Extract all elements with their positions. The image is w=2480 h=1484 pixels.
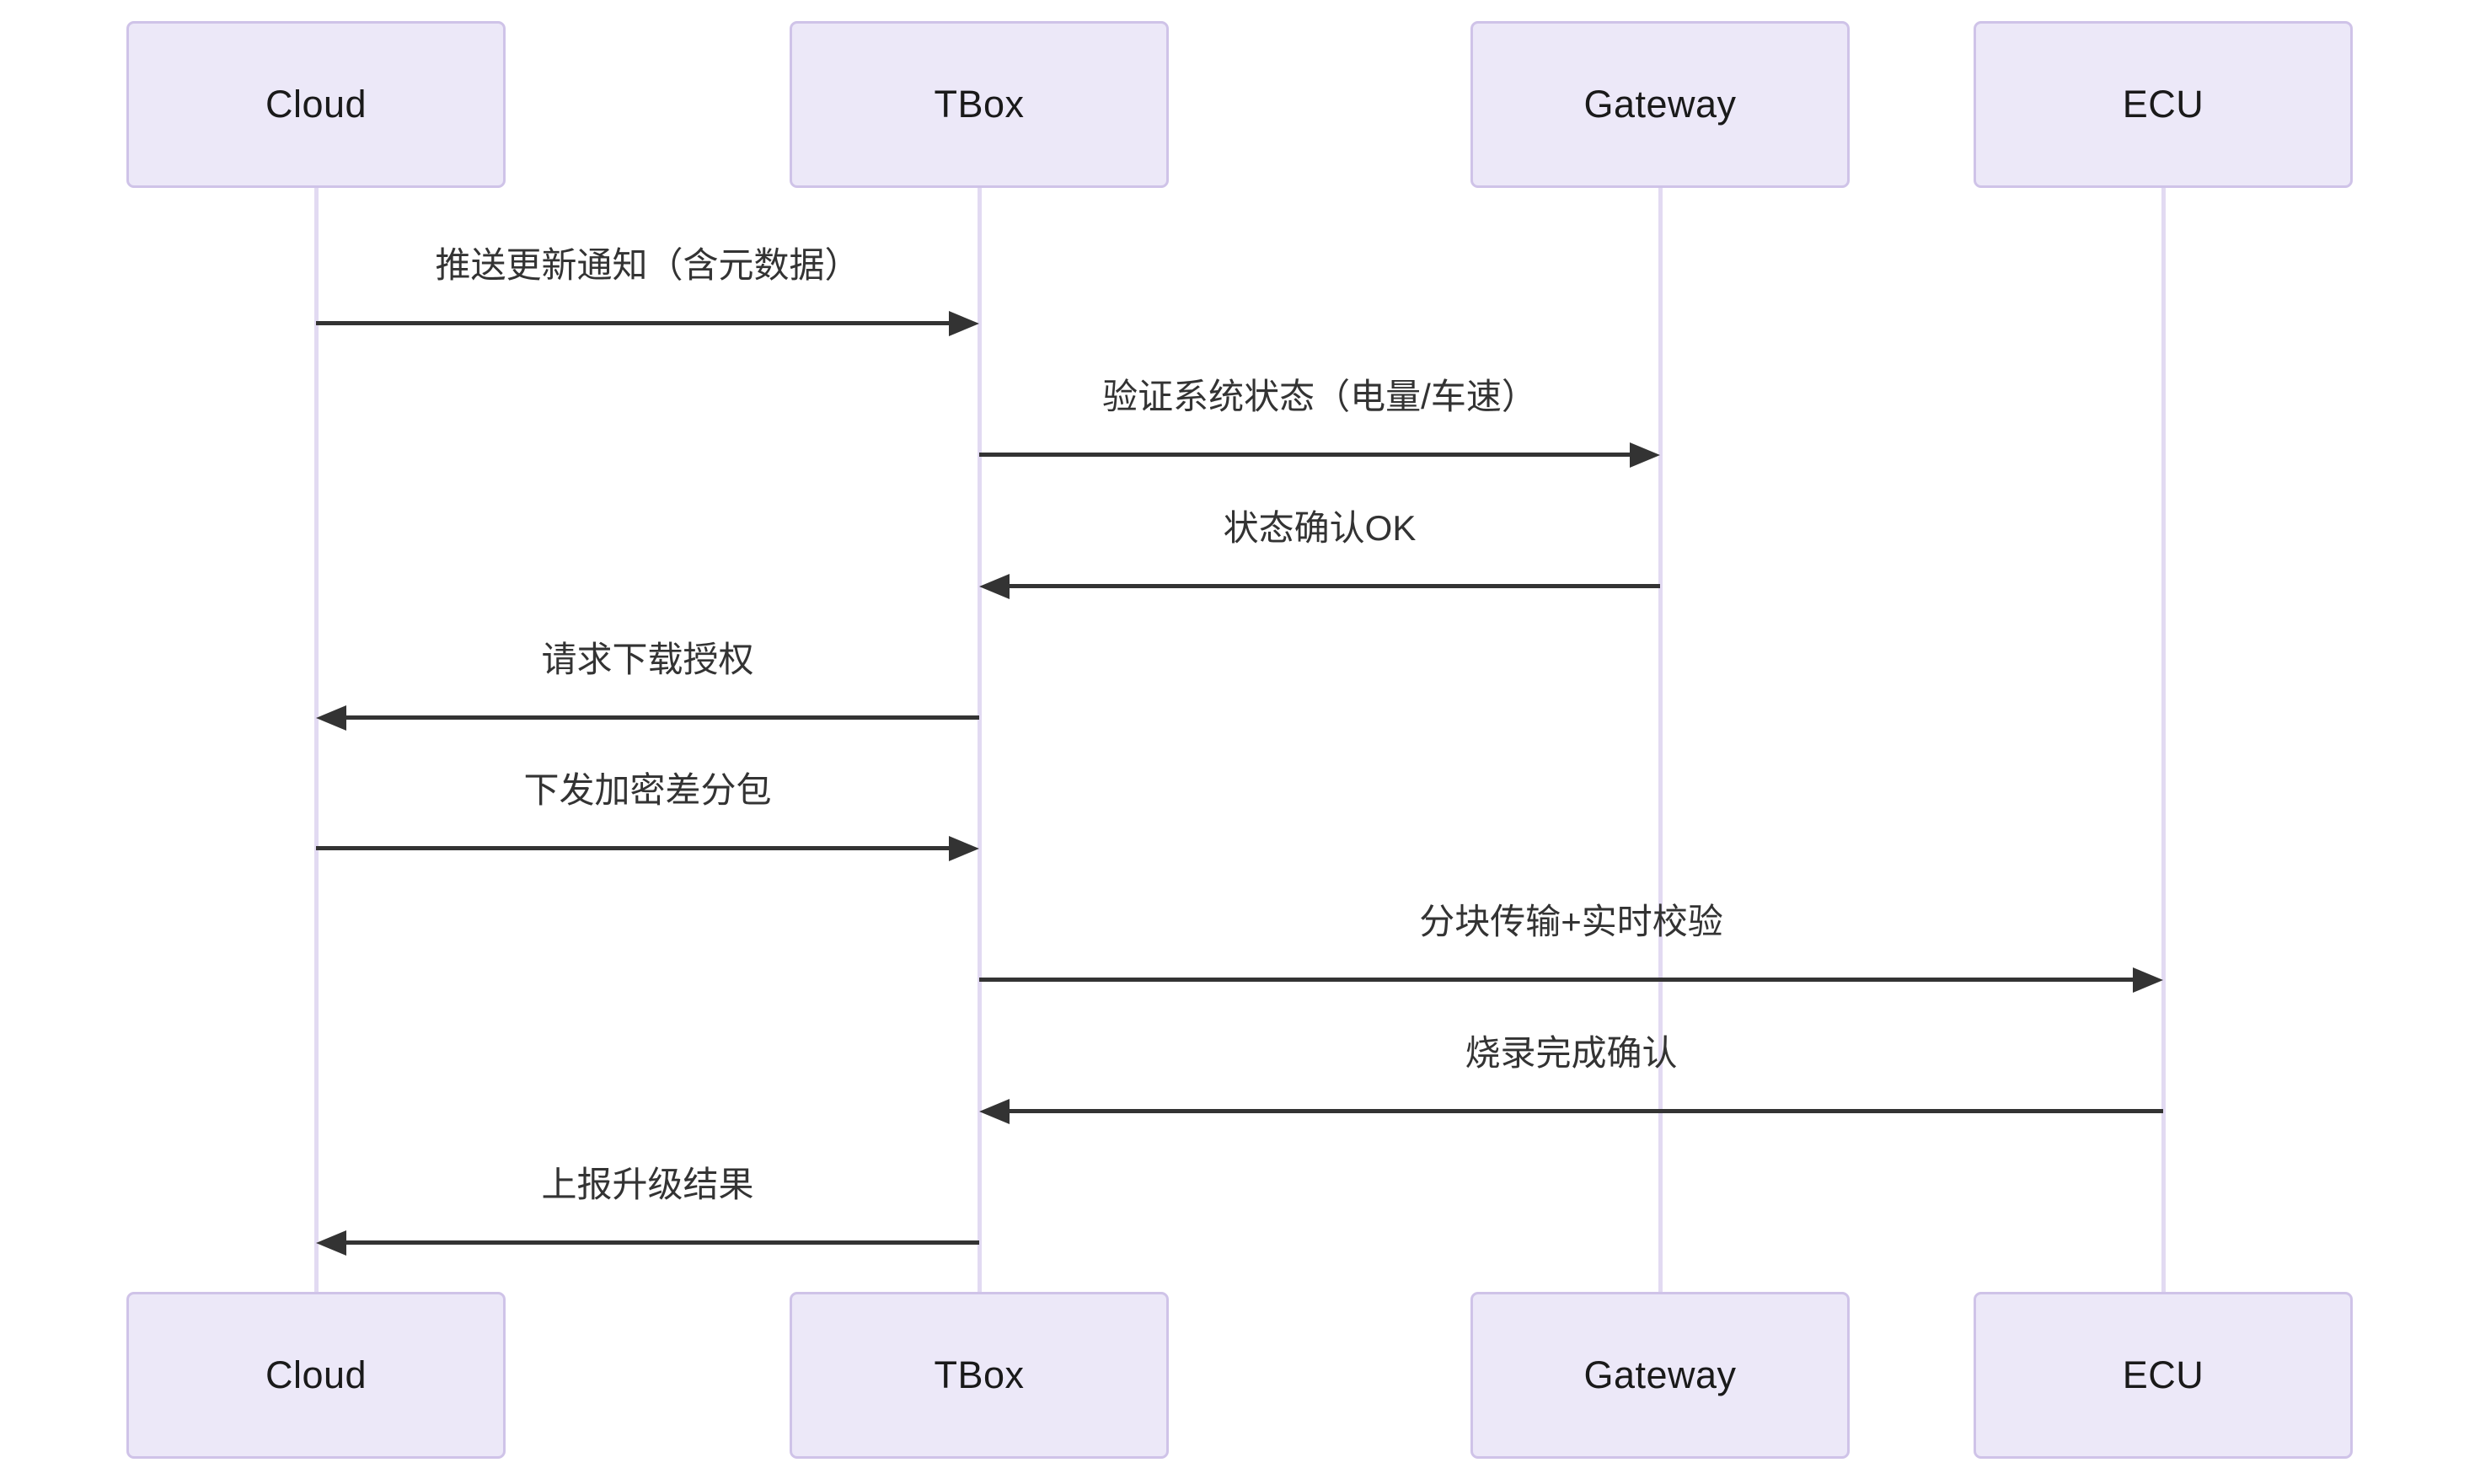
arrowhead-icon [949,836,979,861]
lifeline-gateway [1658,188,1663,1292]
actor-label-ecu: ECU [2122,83,2204,126]
message-label: 分块传输+实时校验 [1419,902,1723,941]
actor-box-top-gateway: Gateway [1470,21,1850,188]
message-label: 状态确认OK [1223,508,1417,548]
message-line [1003,584,1660,588]
actor-box-top-ecu: ECU [1974,21,2353,188]
arrowhead-icon [316,1230,346,1256]
actor-box-bottom-cloud: Cloud [126,1292,506,1459]
lifeline-ecu [2161,188,2166,1292]
message-label: 推送更新通知（含元数据） [435,245,860,285]
actor-label-tbox: TBox [934,83,1025,126]
message-line [316,846,956,850]
lifeline-cloud [314,188,319,1292]
arrowhead-icon [2133,967,2163,993]
actor-label-tbox: TBox [934,1353,1025,1396]
actor-label-cloud: Cloud [265,1353,367,1396]
message-line [979,978,2140,982]
actor-box-top-tbox: TBox [790,21,1169,188]
message-line [316,321,956,325]
message-line [1003,1109,2163,1113]
lifeline-tbox [978,188,982,1292]
message-label: 验证系统状态（电量/车速） [1102,377,1537,416]
arrowhead-icon [979,574,1010,599]
arrowhead-icon [979,1099,1010,1124]
actor-box-bottom-tbox: TBox [790,1292,1169,1459]
message-label: 烧录完成确认 [1465,1033,1678,1073]
arrowhead-icon [316,705,346,731]
arrowhead-icon [949,311,979,336]
actor-label-gateway: Gateway [1583,1353,1737,1396]
message-label: 上报升级结果 [541,1165,754,1204]
message-label: 请求下载授权 [541,640,754,679]
actor-box-bottom-gateway: Gateway [1470,1292,1850,1459]
actor-box-bottom-ecu: ECU [1974,1292,2353,1459]
message-line [340,715,979,720]
actor-box-top-cloud: Cloud [126,21,506,188]
arrowhead-icon [1630,442,1660,468]
message-line [979,453,1636,457]
message-label: 下发加密差分包 [523,770,772,810]
message-line [340,1240,979,1245]
actor-label-gateway: Gateway [1583,83,1737,126]
actor-label-ecu: ECU [2122,1353,2204,1396]
actor-label-cloud: Cloud [265,83,367,126]
